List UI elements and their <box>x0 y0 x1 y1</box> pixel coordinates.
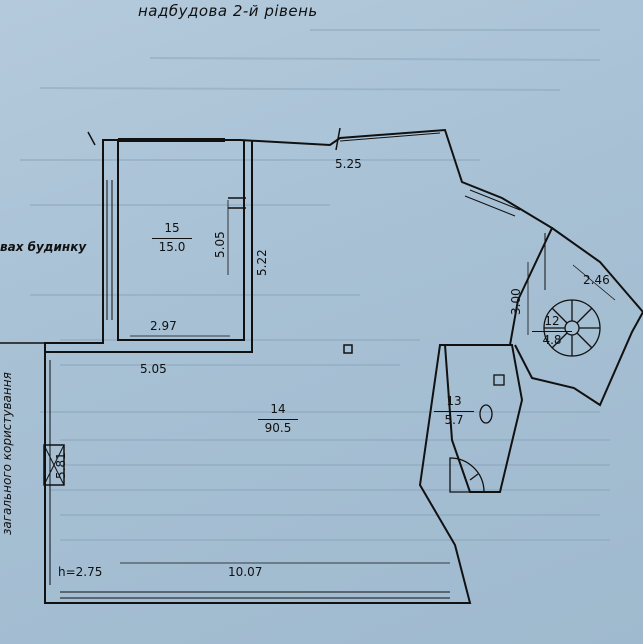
dim-top-right-wall: 5.25 <box>335 157 362 171</box>
dim-room14-width: 5.05 <box>140 362 167 376</box>
room-12-area: 4.8 <box>532 331 572 346</box>
dim-room15-height-inner: 5.05 <box>213 231 227 258</box>
interior-wall-room13 <box>443 344 524 493</box>
room-15-area: 15.0 <box>152 238 192 253</box>
dim-room15-width: 2.97 <box>150 319 177 333</box>
dim-bottom-wall: 10.07 <box>228 565 263 579</box>
room-15-number: 15 <box>164 221 180 235</box>
room-14-area: 90.5 <box>258 419 298 434</box>
side-label-building: вах будинку <box>0 240 87 254</box>
plan-title: надбудова 2-й рівень <box>138 2 318 20</box>
outer-wall <box>44 128 554 604</box>
room-13-area: 5.7 <box>434 411 474 426</box>
dim-stair-height: 3.00 <box>509 288 523 315</box>
spiral-stair-icon <box>543 299 601 357</box>
height-label: h=2.75 <box>58 565 103 579</box>
dim-stair-width: 2.46 <box>583 273 610 287</box>
side-label-common-use: загального користування <box>0 372 14 535</box>
column-marker <box>343 344 353 354</box>
room-13-number: 13 <box>446 394 462 408</box>
room-12-number: 12 <box>544 314 560 328</box>
dim-room15-height-outer: 5.22 <box>255 249 269 276</box>
faded-background-text <box>20 29 610 541</box>
interior-wall-room15 <box>117 140 245 341</box>
stair-block <box>514 227 643 407</box>
chimney-marker <box>43 444 65 486</box>
bathroom-fixtures <box>449 374 505 493</box>
room-14-number: 14 <box>270 402 286 416</box>
dim-room14-height: 5.81 <box>54 452 68 479</box>
